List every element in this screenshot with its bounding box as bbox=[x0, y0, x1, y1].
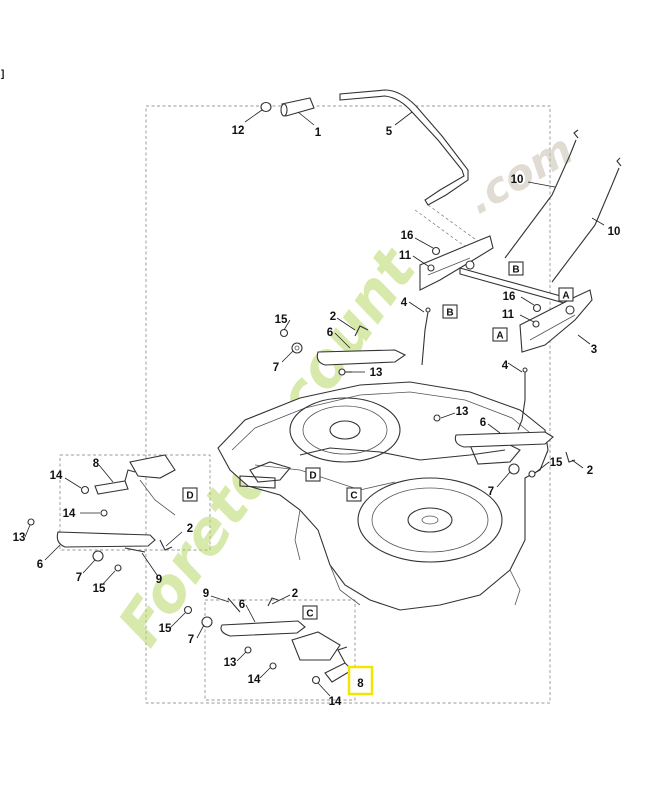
callout-8-left: 8 bbox=[93, 458, 100, 470]
marker-a-upper: A bbox=[562, 291, 569, 302]
callout-12: 12 bbox=[232, 125, 245, 137]
callout-10-left: 10 bbox=[511, 174, 524, 186]
springs bbox=[504, 129, 622, 283]
leader-lines bbox=[24, 109, 605, 697]
callout-6-lower: 6 bbox=[239, 599, 245, 611]
callout-7-lower: 7 bbox=[188, 634, 194, 646]
marker-d-detail: D bbox=[186, 491, 193, 502]
callout-11-upper: 11 bbox=[399, 250, 412, 262]
callout-6-upper-left: 6 bbox=[327, 327, 333, 339]
marker-c-detail: C bbox=[306, 609, 313, 620]
callout-8-highlighted[interactable]: 8 bbox=[357, 678, 364, 690]
callout-9-left: 9 bbox=[156, 574, 162, 586]
lower-detail-frame bbox=[204, 599, 356, 701]
callout-14-lower-right: 14 bbox=[329, 696, 342, 708]
callout-7-upper-left: 7 bbox=[273, 362, 279, 374]
callout-16-lower: 16 bbox=[503, 291, 516, 303]
callout-2-lower: 2 bbox=[292, 588, 298, 600]
letter-markers: B B A A D D C C bbox=[182, 261, 574, 620]
marker-b-upper: B bbox=[512, 265, 519, 276]
callout-15-left: 15 bbox=[93, 583, 106, 595]
highlighted-callout-8[interactable]: 8 bbox=[347, 665, 374, 696]
callout-13-right: 13 bbox=[456, 406, 469, 418]
callout-10-right: 10 bbox=[608, 226, 621, 238]
callout-5: 5 bbox=[386, 126, 393, 138]
callout-6-left: 6 bbox=[37, 559, 43, 571]
callout-7-left: 7 bbox=[76, 572, 82, 584]
callout-13-lower: 13 bbox=[224, 657, 237, 669]
marker-d-deck: D bbox=[309, 471, 316, 482]
part-12-cap bbox=[260, 101, 272, 113]
callout-13-upper-left: 13 bbox=[370, 367, 383, 379]
callout-9-lower: 9 bbox=[203, 588, 209, 600]
callout-14-left-upper: 14 bbox=[50, 470, 63, 482]
callout-14-left-lower: 14 bbox=[63, 508, 76, 520]
callout-4-lower: 4 bbox=[502, 360, 509, 372]
part-5-lever bbox=[339, 89, 469, 206]
left-detail-parts bbox=[27, 454, 176, 572]
callout-2-upper-left: 2 bbox=[330, 311, 336, 323]
front-lift-arm-left bbox=[279, 325, 407, 376]
callout-3: 3 bbox=[591, 344, 597, 356]
callout-16-upper: 16 bbox=[401, 230, 414, 242]
callout-13-left: 13 bbox=[13, 532, 26, 544]
callout-2-right: 2 bbox=[587, 465, 593, 477]
callout-1: 1 bbox=[315, 127, 322, 139]
callout-4-upper: 4 bbox=[401, 297, 408, 309]
page-marker: ] bbox=[1, 69, 4, 80]
callout-7-right: 7 bbox=[488, 486, 494, 498]
callout-11-lower: 11 bbox=[502, 309, 515, 321]
callout-14-lower-left: 14 bbox=[248, 674, 261, 686]
front-lift-arm-right bbox=[433, 414, 576, 478]
highlight-box bbox=[347, 665, 374, 696]
marker-a-lower: A bbox=[496, 331, 503, 342]
callout-2-left: 2 bbox=[187, 523, 193, 535]
callout-numbers: 12 1 5 10 10 16 11 4 16 11 3 15 2 6 7 13… bbox=[13, 125, 621, 708]
lift-rods bbox=[421, 307, 528, 431]
handle-grip-assembly bbox=[260, 89, 491, 251]
marker-c-deck: C bbox=[350, 491, 357, 502]
callout-6-right: 6 bbox=[480, 417, 486, 429]
lower-detail-parts bbox=[183, 597, 353, 685]
callout-15-upper-left: 15 bbox=[275, 314, 288, 326]
lift-shaft-assembly bbox=[419, 235, 593, 353]
callout-15-lower: 15 bbox=[159, 623, 172, 635]
marker-b-lower: B bbox=[446, 308, 453, 319]
callout-15-right: 15 bbox=[550, 457, 563, 469]
